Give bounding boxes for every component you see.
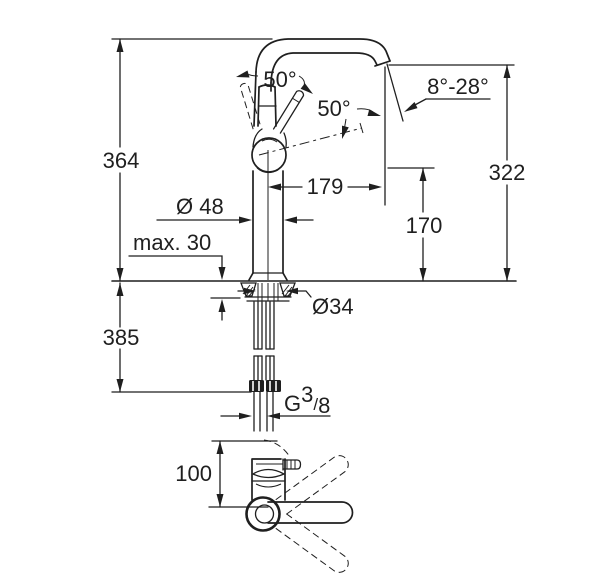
label-100: 100	[175, 461, 212, 486]
label-g38: G3/8	[284, 382, 330, 418]
g38-numerator: 3	[301, 382, 313, 407]
dim-170: 170	[387, 167, 443, 282]
top-view-body	[251, 458, 302, 501]
dim-dia34: Ø34	[237, 287, 354, 319]
g38-slash: /	[313, 395, 318, 414]
top-view: 100	[175, 439, 354, 573]
dim-angle-50-right: 50°	[317, 96, 381, 139]
label-angle-8-28: 8°-28°	[427, 74, 489, 99]
spout-arch	[253, 38, 404, 127]
top-view-handle	[245, 455, 354, 573]
g38-denominator: 8	[318, 393, 330, 418]
dim-179: 179	[268, 174, 382, 199]
dim-g38-thread: G3/8	[220, 382, 331, 420]
spray-head	[282, 459, 302, 470]
dome-lens	[252, 468, 286, 479]
hose-tails	[253, 391, 274, 432]
hose-connectors	[249, 380, 281, 432]
supply-hoses	[253, 301, 275, 381]
g38-prefix: G	[284, 391, 301, 416]
label-322: 322	[489, 160, 526, 185]
lever-tilted-right	[272, 90, 305, 134]
label-angle-50-left: 50°	[263, 67, 296, 92]
cartridge-dome	[251, 128, 287, 174]
label-dia48: Ø 48	[176, 194, 224, 219]
dim-364: 364	[103, 38, 273, 282]
label-364: 364	[103, 148, 140, 173]
spout-dashed-arc	[263, 439, 291, 458]
body-circle	[245, 496, 281, 532]
dim-angle-50-left: 50°	[236, 67, 313, 94]
label-385: 385	[103, 325, 140, 350]
outlet-tilt-line	[386, 63, 404, 122]
body-inner-circle	[254, 504, 275, 524]
dim-angle-8-28: 8°-28°	[404, 74, 491, 112]
dim-385: 385	[103, 282, 252, 393]
dim-100: 100	[175, 440, 278, 508]
dim-322: 322	[388, 64, 526, 282]
label-dia34: Ø34	[312, 294, 354, 319]
dim-dia48: Ø 48	[156, 194, 314, 224]
label-max30: max. 30	[133, 230, 211, 255]
label-179: 179	[307, 174, 344, 199]
handle-lever-solid	[267, 501, 354, 524]
lever-tilted-left-dashed	[239, 82, 262, 130]
spout-outlet-face	[374, 60, 391, 67]
label-170: 170	[406, 213, 443, 238]
body-column	[248, 150, 288, 281]
dim-max30: max. 30	[128, 230, 241, 321]
label-angle-50-right: 50°	[317, 96, 350, 121]
